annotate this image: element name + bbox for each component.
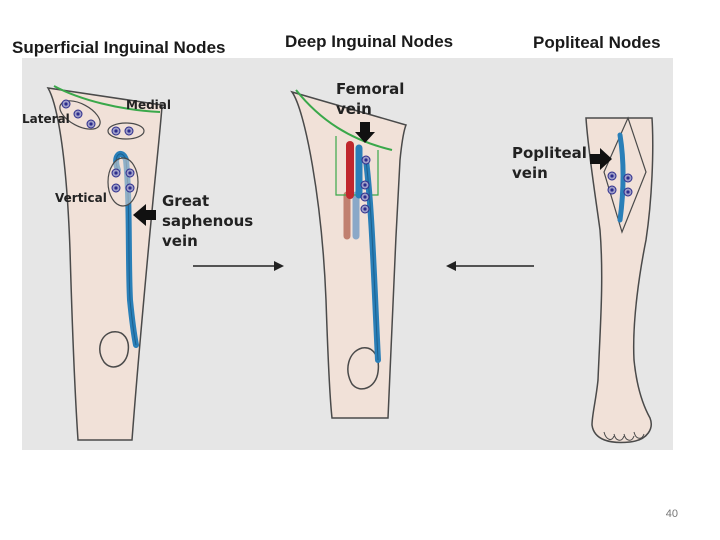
pointer-arrow-popliteal [590,148,612,170]
label-medial: Medial [126,98,171,112]
right-leg [585,116,654,444]
label-line: vein [162,232,198,250]
heading-superficial: Superficial Inguinal Nodes [12,38,226,57]
patella [347,347,380,390]
label-line: vein [336,100,372,118]
label-great-saphenous-vein: Great saphenous vein [162,191,253,251]
middle-leg [290,89,408,419]
pointer-arrow-saphenous [133,204,156,226]
inguinal-ligament [53,85,161,113]
medial-node-group [107,122,145,140]
toes [603,431,645,441]
label-femoral-vein: Femoral vein [336,79,404,119]
arrow-left-to-middle [193,261,284,271]
label-lateral: Lateral [22,112,70,126]
pointer-arrow-femoral [355,122,375,143]
label-line: Great [162,192,210,210]
label-line: saphenous [162,212,254,230]
heading-deep: Deep Inguinal Nodes [285,32,454,51]
arrow-right-to-middle [446,261,534,271]
label-vertical: Vertical [55,191,107,205]
popliteal-node-group [607,171,633,197]
heading-popliteal: Popliteal Nodes [533,33,661,52]
label-line: Femoral [336,80,405,98]
lateral-node-group [59,99,101,130]
patella [99,331,130,368]
deep-node-group [360,155,371,214]
inguinal-ligament [295,89,393,151]
left-leg [46,85,163,441]
label-popliteal-vein: Popliteal vein [512,143,587,183]
label-line: Popliteal [512,144,587,162]
label-line: vein [512,164,548,182]
page-number: 40 [665,508,678,520]
popliteal-vein [617,132,626,223]
vertical-node-group [107,157,139,207]
